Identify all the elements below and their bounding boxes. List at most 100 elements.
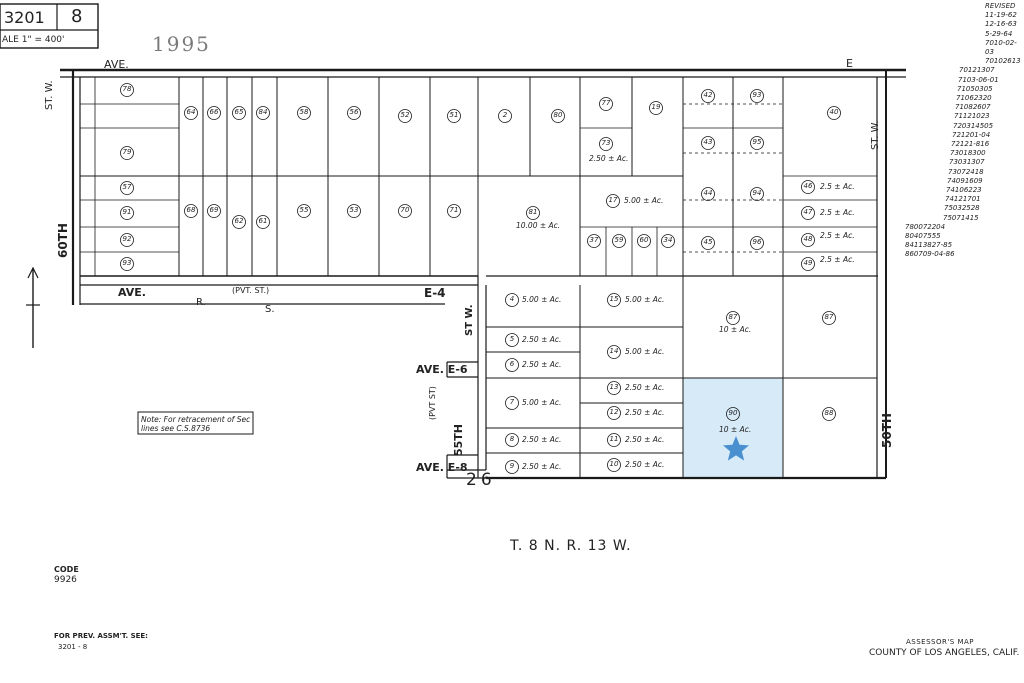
- lot-number[interactable]: 45: [703, 238, 713, 246]
- lot-number[interactable]: 96: [752, 238, 762, 246]
- lot-number[interactable]: 60: [639, 236, 649, 244]
- street-label-st-w-mid: ST W.: [464, 304, 475, 336]
- lot-number[interactable]: 14: [609, 347, 619, 355]
- lot-number[interactable]: 77: [601, 99, 611, 107]
- lot-number[interactable]: 13: [609, 383, 619, 391]
- lot-number[interactable]: 53: [349, 206, 359, 214]
- lot-number[interactable]: 40: [829, 108, 839, 116]
- lot-circle: [551, 109, 565, 123]
- code-label: CODE: [54, 565, 79, 574]
- lot-number[interactable]: 19: [651, 103, 661, 111]
- lot-number[interactable]: 17: [608, 196, 618, 204]
- revision-entry: 75071415: [943, 213, 979, 222]
- lot-circle: [120, 257, 134, 271]
- lot-acreage: 2.5 ± Ac.: [820, 231, 855, 240]
- lot-number[interactable]: 43: [703, 138, 713, 146]
- lot-number[interactable]: 56: [349, 108, 359, 116]
- lot-number[interactable]: 91: [122, 208, 132, 216]
- lot-number[interactable]: 57: [122, 183, 132, 191]
- lot-number[interactable]: 94: [752, 189, 762, 197]
- scale-label: ALE 1" = 400': [2, 35, 65, 45]
- lot-circle: [505, 333, 519, 347]
- lot-number[interactable]: 68: [186, 206, 196, 214]
- lot-number[interactable]: 93: [122, 259, 132, 267]
- lot-number[interactable]: 2: [502, 111, 508, 119]
- lot-number[interactable]: 37: [589, 236, 599, 244]
- street-label-e8: AVE. E-8: [416, 461, 468, 474]
- prev-assmt-value: 3201 - 8: [58, 643, 88, 651]
- note-box: [137, 411, 254, 435]
- lot-number[interactable]: 61: [258, 217, 268, 225]
- lot-circle: [526, 206, 540, 220]
- lot-number[interactable]: 69: [209, 206, 219, 214]
- lot-number[interactable]: 84: [258, 108, 268, 116]
- lot-number[interactable]: 78: [122, 85, 132, 93]
- lot-number[interactable]: 79: [122, 148, 132, 156]
- lot-number[interactable]: 66: [209, 108, 219, 116]
- lot-number[interactable]: 52: [400, 111, 410, 119]
- lot-number[interactable]: 6: [509, 360, 515, 368]
- footer-title: ASSESSOR'S MAP: [906, 638, 975, 646]
- lot-number[interactable]: 92: [122, 235, 132, 243]
- lot-circle: [498, 109, 512, 123]
- lot-circle: [607, 406, 621, 420]
- lot-number[interactable]: 62: [234, 217, 244, 225]
- revision-entry: 73018300: [950, 149, 986, 158]
- lot-number[interactable]: 11: [609, 435, 619, 443]
- lot-acreage: 2.50 ± Ac.: [522, 335, 562, 344]
- lot-number[interactable]: 95: [752, 138, 762, 146]
- lot-number[interactable]: 5: [509, 335, 515, 343]
- revision-entry: 860709-04-86: [905, 250, 955, 259]
- revision-entry: 780072204: [905, 222, 946, 231]
- street-label-mid-left: AVE.: [118, 286, 146, 299]
- lot-number[interactable]: 58: [299, 108, 309, 116]
- lot-circle: [398, 109, 412, 123]
- lot-number[interactable]: 73: [601, 139, 611, 147]
- lot-acreage: 2.50 ± Ac.: [522, 435, 562, 444]
- lot-number[interactable]: 44: [703, 189, 713, 197]
- lot-number[interactable]: 71: [449, 206, 459, 214]
- lot-number[interactable]: 34: [663, 236, 673, 244]
- revision-entry: 71062320: [956, 94, 992, 103]
- lot-number[interactable]: 70: [400, 206, 410, 214]
- lot-acreage: 2.50 ± Ac.: [522, 462, 562, 471]
- lot-circle: [822, 311, 836, 325]
- lot-number[interactable]: 51: [449, 111, 459, 119]
- lot-number[interactable]: 47: [803, 208, 813, 216]
- lot-number[interactable]: 10: [609, 460, 619, 468]
- lot-circle: [587, 234, 601, 248]
- north-arrow-icon: [26, 266, 40, 348]
- revision-entry: REVISED: [985, 2, 1016, 10]
- lot-number[interactable]: 90: [728, 409, 738, 417]
- lot-number[interactable]: 15: [609, 295, 619, 303]
- lot-number[interactable]: 42: [703, 91, 713, 99]
- lot-number[interactable]: 64: [186, 108, 196, 116]
- lot-number[interactable]: 93: [752, 91, 762, 99]
- lot-number[interactable]: 8: [509, 435, 515, 443]
- lot-number[interactable]: 49: [803, 259, 813, 267]
- lot-number[interactable]: 55: [299, 206, 309, 214]
- lot-number[interactable]: 9: [509, 462, 515, 470]
- lot-circle: [649, 101, 663, 115]
- lot-number[interactable]: 7: [509, 398, 515, 406]
- lot-number[interactable]: 87: [728, 313, 738, 321]
- lot-number[interactable]: 4: [509, 295, 515, 303]
- lot-number[interactable]: 87: [824, 313, 834, 321]
- lot-circle: [701, 236, 715, 250]
- lot-number[interactable]: 88: [824, 409, 834, 417]
- lot-number[interactable]: 81: [528, 208, 538, 216]
- lot-acreage: 2.50 ± Ac.: [625, 383, 665, 392]
- street-label-50th: 50TH: [880, 413, 894, 448]
- lot-circle: [120, 181, 134, 195]
- lot-number[interactable]: 46: [803, 182, 813, 190]
- lot-circle: [606, 194, 620, 208]
- street-label-st-w-left: ST. W.: [44, 80, 55, 110]
- lot-number[interactable]: 12: [609, 408, 619, 416]
- lot-number[interactable]: 48: [803, 235, 813, 243]
- lot-number[interactable]: 80: [553, 111, 563, 119]
- lot-circle: [701, 89, 715, 103]
- revision-entry: 73072418: [948, 167, 984, 176]
- lot-number[interactable]: 65: [234, 108, 244, 116]
- lot-number[interactable]: 59: [614, 236, 624, 244]
- lot-circle: [637, 234, 651, 248]
